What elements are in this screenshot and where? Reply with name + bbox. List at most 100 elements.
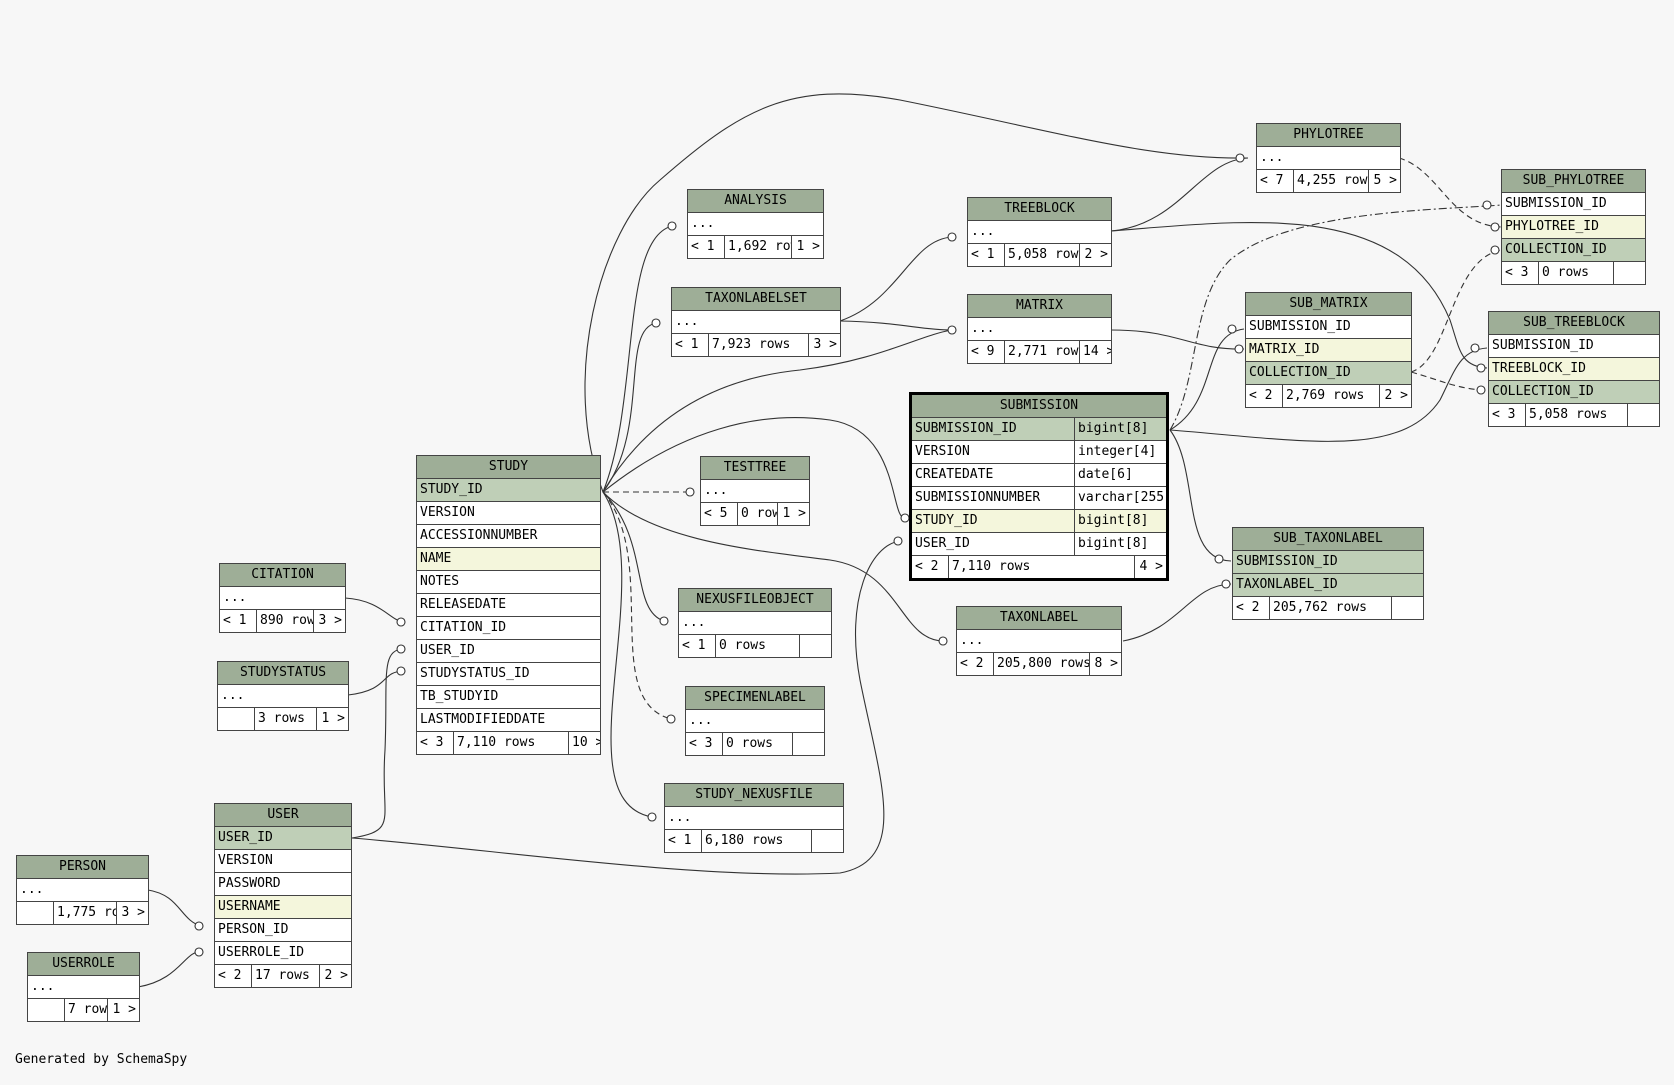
table-name[interactable]: STUDYSTATUS: [218, 662, 348, 685]
column-row[interactable]: COLLECTION_ID: [1489, 381, 1659, 404]
column-row[interactable]: ...: [968, 221, 1111, 244]
children-count[interactable]: [1627, 404, 1659, 426]
column-row[interactable]: LASTMODIFIEDDATE: [417, 709, 600, 732]
column-row[interactable]: TREEBLOCK_ID: [1489, 358, 1659, 381]
parents-count[interactable]: < 3: [1505, 265, 1529, 280]
table-name[interactable]: SUB_MATRIX: [1246, 293, 1411, 316]
children-count[interactable]: 14 >: [1079, 341, 1111, 363]
children-count[interactable]: [1613, 262, 1645, 284]
table-name[interactable]: NEXUSFILEOBJECT: [679, 589, 831, 612]
table-name[interactable]: SUBMISSION: [912, 395, 1166, 418]
children-count[interactable]: [811, 830, 843, 852]
children-count[interactable]: 8 >: [1089, 653, 1121, 675]
column-row[interactable]: PASSWORD: [215, 873, 351, 896]
column-row[interactable]: PERSON_ID: [215, 919, 351, 942]
column-row[interactable]: STUDY_ID: [417, 479, 600, 502]
column-row[interactable]: NOTES: [417, 571, 600, 594]
column-row[interactable]: COLLECTION_ID: [1246, 362, 1411, 385]
children-count[interactable]: 4 >: [1134, 556, 1166, 578]
column-row[interactable]: ...: [28, 976, 139, 999]
parents-count[interactable]: < 9: [971, 344, 995, 359]
parents-count[interactable]: < 2: [218, 968, 242, 983]
parents-count[interactable]: < 2: [1249, 388, 1273, 403]
children-count[interactable]: 3 >: [116, 902, 148, 924]
column-row[interactable]: MATRIX_ID: [1246, 339, 1411, 362]
parents-count[interactable]: < 1: [668, 833, 692, 848]
column-row[interactable]: RELEASEDATE: [417, 594, 600, 617]
parents-count[interactable]: < 1: [675, 337, 699, 352]
table-name[interactable]: PHYLOTREE: [1257, 124, 1400, 147]
table-name[interactable]: SUB_TAXONLABEL: [1233, 528, 1423, 551]
column-row[interactable]: ...: [957, 630, 1121, 653]
parents-count[interactable]: < 5: [704, 506, 728, 521]
column-row[interactable]: SUBMISSION_ID: [1246, 316, 1411, 339]
column-row[interactable]: TAXONLABEL_ID: [1233, 574, 1423, 597]
column-row[interactable]: ...: [218, 685, 348, 708]
parents-count[interactable]: [17, 902, 53, 924]
column-row[interactable]: ...: [1257, 147, 1400, 170]
column-row[interactable]: VERSION: [215, 850, 351, 873]
parents-count[interactable]: [218, 708, 254, 730]
children-count[interactable]: [792, 733, 824, 755]
table-name[interactable]: TAXONLABEL: [957, 607, 1121, 630]
column-row[interactable]: TB_STUDYID: [417, 686, 600, 709]
parents-count[interactable]: < 1: [691, 239, 715, 254]
table-name[interactable]: USERROLE: [28, 953, 139, 976]
column-row[interactable]: SUBMISSION_ID: [1233, 551, 1423, 574]
table-name[interactable]: STUDY_NEXUSFILE: [665, 784, 843, 807]
column-row[interactable]: CITATION_ID: [417, 617, 600, 640]
table-name[interactable]: SUB_TREEBLOCK: [1489, 312, 1659, 335]
children-count[interactable]: 2 >: [319, 965, 351, 987]
children-count[interactable]: 1 >: [107, 999, 139, 1021]
children-count[interactable]: [799, 635, 831, 657]
table-name[interactable]: PERSON: [17, 856, 148, 879]
table-name[interactable]: CITATION: [220, 564, 345, 587]
table-name[interactable]: ANALYSIS: [688, 190, 823, 213]
column-row[interactable]: ...: [968, 318, 1111, 341]
column-row[interactable]: ACCESSIONNUMBER: [417, 525, 600, 548]
column-row[interactable]: ...: [665, 807, 843, 830]
column-row[interactable]: SUBMISSION_ID: [1489, 335, 1659, 358]
children-count[interactable]: 2 >: [1379, 385, 1411, 407]
table-name[interactable]: TAXONLABELSET: [672, 288, 840, 311]
table-name[interactable]: USER: [215, 804, 351, 827]
column-row[interactable]: USERROLE_ID: [215, 942, 351, 965]
parents-count[interactable]: [28, 999, 64, 1021]
children-count[interactable]: 1 >: [791, 236, 823, 258]
column-row[interactable]: USER_ID: [215, 827, 351, 850]
children-count[interactable]: 1 >: [316, 708, 348, 730]
column-row[interactable]: USERNAME: [215, 896, 351, 919]
children-count[interactable]: 1 >: [777, 503, 809, 525]
column-row[interactable]: ...: [688, 213, 823, 236]
children-count[interactable]: 3 >: [808, 334, 840, 356]
column-row[interactable]: ...: [701, 480, 809, 503]
table-name[interactable]: SPECIMENLABEL: [686, 687, 824, 710]
children-count[interactable]: 10 >: [568, 732, 600, 754]
parents-count[interactable]: < 2: [915, 559, 939, 574]
parents-count[interactable]: < 2: [960, 656, 984, 671]
column-row[interactable]: SUBMISSION_ID: [1502, 193, 1645, 216]
column-row[interactable]: VERSION: [417, 502, 600, 525]
children-count[interactable]: 2 >: [1079, 244, 1111, 266]
table-name[interactable]: MATRIX: [968, 295, 1111, 318]
table-name[interactable]: SUB_PHYLOTREE: [1502, 170, 1645, 193]
